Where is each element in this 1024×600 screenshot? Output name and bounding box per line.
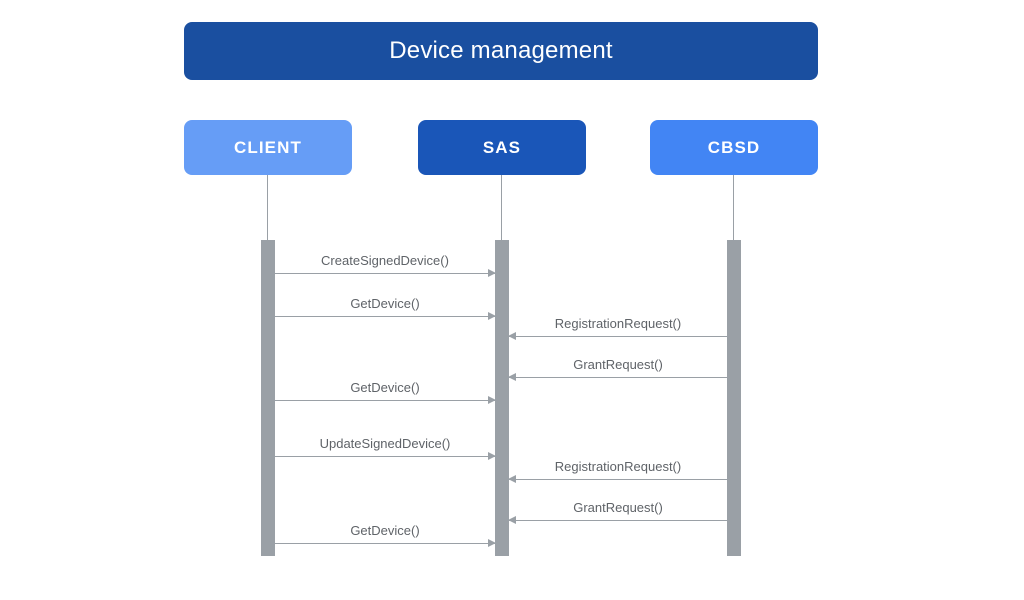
message-line xyxy=(509,377,727,378)
message-line xyxy=(275,456,495,457)
arrowhead-left-icon xyxy=(508,516,516,524)
lifeline-client xyxy=(267,175,268,240)
participant-client[interactable]: CLIENT xyxy=(184,120,352,175)
message-line xyxy=(275,316,495,317)
page-title: Device management xyxy=(389,37,613,64)
message-label: RegistrationRequest() xyxy=(554,459,682,474)
message-label: GetDevice() xyxy=(350,380,420,395)
participant-cbsd-label: CBSD xyxy=(707,138,761,157)
arrowhead-right-icon xyxy=(488,312,496,320)
diagram-title-banner: Device management xyxy=(184,22,818,80)
participant-sas[interactable]: SAS xyxy=(418,120,586,175)
participant-sas-label: SAS xyxy=(482,138,522,157)
message-label: RegistrationRequest() xyxy=(554,316,682,331)
message-label: UpdateSignedDevice() xyxy=(319,436,451,451)
message-label: GrantRequest() xyxy=(573,500,663,515)
arrowhead-right-icon xyxy=(488,452,496,460)
arrowhead-left-icon xyxy=(508,373,516,381)
arrowhead-right-icon xyxy=(488,396,496,404)
message-line xyxy=(509,336,727,337)
arrowhead-left-icon xyxy=(508,475,516,483)
message-line xyxy=(509,520,727,521)
activation-bar-sas xyxy=(495,240,509,556)
message-line xyxy=(275,400,495,401)
message-line xyxy=(275,273,495,274)
message-line xyxy=(509,479,727,480)
message-label: GrantRequest() xyxy=(573,357,663,372)
arrowhead-left-icon xyxy=(508,332,516,340)
arrowhead-right-icon xyxy=(488,539,496,547)
message-line xyxy=(275,543,495,544)
lifeline-sas xyxy=(501,175,502,240)
lifeline-cbsd xyxy=(733,175,734,240)
participant-client-label: CLIENT xyxy=(234,138,302,157)
arrowhead-right-icon xyxy=(488,269,496,277)
activation-bar-client xyxy=(261,240,275,556)
activation-bar-cbsd xyxy=(727,240,741,556)
participant-cbsd[interactable]: CBSD xyxy=(650,120,818,175)
message-label: GetDevice() xyxy=(350,296,420,311)
message-label: GetDevice() xyxy=(350,523,420,538)
message-label: CreateSignedDevice() xyxy=(321,253,449,268)
